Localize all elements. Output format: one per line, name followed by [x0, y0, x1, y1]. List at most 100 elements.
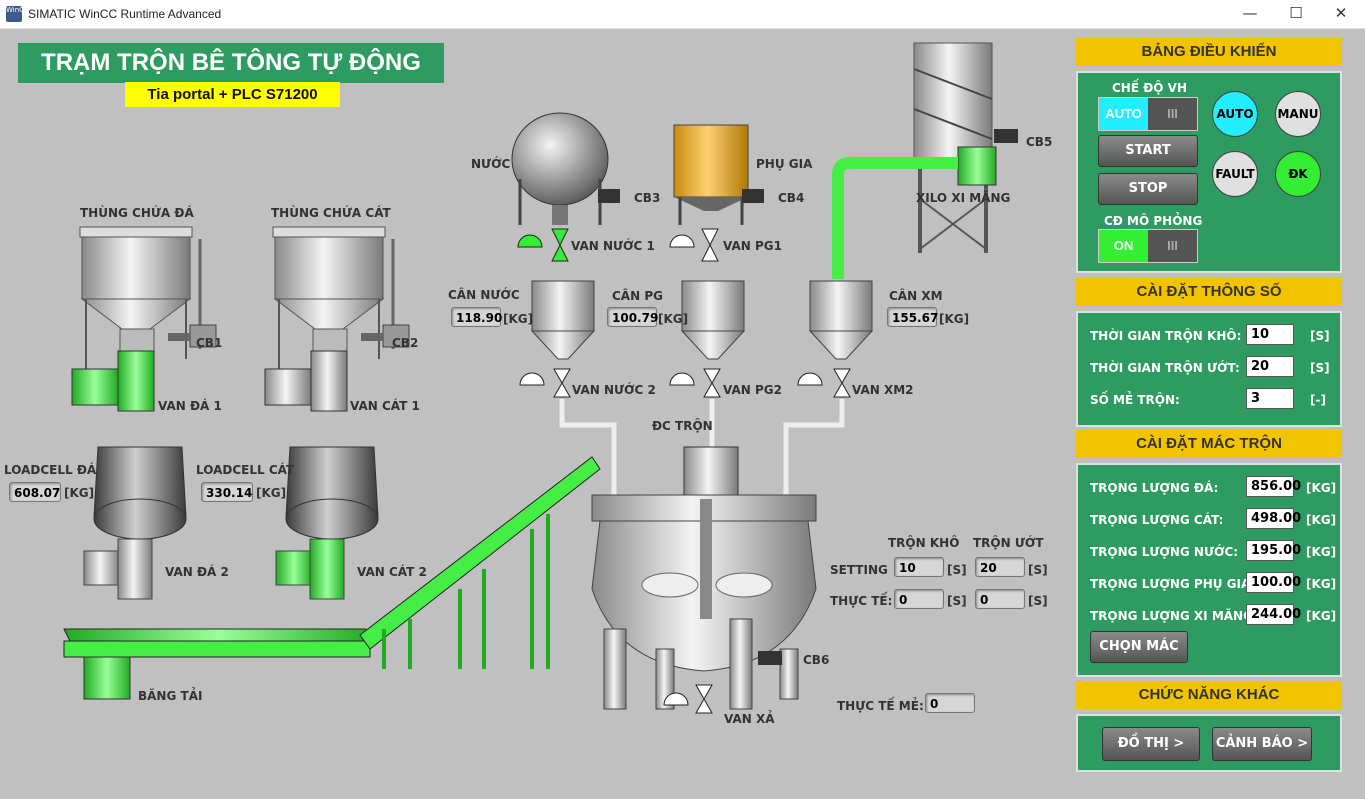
valve-pg1-label: VAN PG1	[723, 239, 782, 253]
fault-indicator: FAULT	[1212, 151, 1258, 197]
valve-sand2-label: VAN CÁT 2	[357, 565, 427, 579]
sand-bin-label: THÙNG CHỨA CÁT	[271, 206, 391, 220]
valves-2-graphic	[519, 368, 851, 398]
param-label-batches: SỐ MẺ TRỘN:	[1090, 393, 1180, 407]
batch-actual-value: 0	[925, 693, 975, 713]
cement-silo-label: XILO XI MĂNG	[916, 191, 1011, 205]
actual-dry-value: 0	[894, 589, 944, 609]
cb2-label: CB2	[392, 336, 419, 350]
recipe-label-water: TRỌNG LƯỢNG NƯỚC:	[1090, 545, 1239, 559]
process-graphics	[63, 42, 1018, 714]
stone-loadcell-hopper	[83, 446, 187, 600]
page-subtitle: Tia portal + PLC S71200	[125, 82, 340, 107]
scales-graphic	[530, 280, 874, 360]
batch-actual-label: THỰC TẾ MẺ:	[837, 699, 924, 713]
maximize-button[interactable]: ☐	[1289, 4, 1303, 22]
scale-water-value: 118.90	[451, 307, 502, 327]
recipe-panel: TRỌNG LƯỢNG ĐÁ: 856.00 [KG] TRỌNG LƯỢNG …	[1076, 463, 1342, 677]
valve-xm2-label: VAN XM2	[852, 383, 914, 397]
wincc-app-icon: WinCC	[6, 6, 29, 22]
control-panel: CHẾ ĐỘ VH AUTO III START STOP CĐ MÔ PHỎN…	[1076, 71, 1342, 273]
valve-pg1-graphic	[669, 228, 719, 262]
recipe-unit-cement: [KG]	[1306, 609, 1337, 623]
recipe-input-stone[interactable]: 856.00	[1246, 476, 1301, 497]
cb5-label: CB5	[1026, 135, 1053, 149]
manu-indicator: MANU	[1275, 91, 1321, 137]
recipe-label-additive: TRỌNG LƯỢNG PHỤ GIA:	[1090, 577, 1256, 591]
water-tank-graphic	[511, 112, 620, 225]
recipe-unit-additive: [KG]	[1306, 577, 1337, 591]
stone-bin-graphic	[71, 226, 217, 412]
wet-mix-header: TRỘN ƯỚT	[973, 536, 1044, 550]
setting-label: SETTING	[830, 563, 888, 577]
window-title: SIMATIC WinCC Runtime Advanced	[28, 7, 222, 21]
param-label-wet: THỜI GIAN TRỘN ƯỚT:	[1090, 361, 1240, 375]
valve-pg2-label: VAN PG2	[723, 383, 782, 397]
valve-stone2-label: VAN ĐÁ 2	[165, 565, 229, 579]
cb1-label: CB1	[196, 336, 223, 350]
recipe-input-water[interactable]: 195.00	[1246, 540, 1301, 561]
valve-sand1-label: VAN CÁT 1	[350, 399, 420, 413]
params-header: CÀI ĐẶT THÔNG SỐ	[1076, 278, 1342, 306]
param-unit-wet: [S]	[1310, 361, 1330, 375]
loadcell-sand-value: 330.14	[201, 482, 253, 502]
param-input-dry[interactable]: 10	[1246, 324, 1294, 345]
stop-button[interactable]: STOP	[1098, 173, 1198, 205]
scale-xm-label: CÂN XM	[889, 289, 943, 303]
graph-button[interactable]: ĐỒ THỊ >	[1102, 727, 1200, 761]
recipe-input-sand[interactable]: 498.00	[1246, 508, 1301, 529]
sim-toggle-off[interactable]: III	[1148, 230, 1197, 262]
cb6-label: CB6	[803, 653, 830, 667]
cb4-label: CB4	[778, 191, 805, 205]
recipe-unit-water: [KG]	[1306, 545, 1337, 559]
alarm-button[interactable]: CẢNH BÁO >	[1212, 727, 1312, 761]
param-unit-dry: [S]	[1310, 329, 1330, 343]
sim-toggle[interactable]: ON III	[1098, 229, 1198, 263]
setting-wet-unit: [S]	[1028, 563, 1048, 577]
loadcell-stone-unit: [KG]	[64, 486, 95, 500]
valve-water2-label: VAN NƯỚC 2	[572, 383, 656, 397]
mode-toggle[interactable]: AUTO III	[1098, 97, 1198, 131]
loadcell-sand-unit: [KG]	[256, 486, 287, 500]
page-title: TRẠM TRỘN BÊ TÔNG TỰ ĐỘNG	[18, 43, 444, 83]
close-button[interactable]: ✕	[1334, 4, 1348, 22]
mode-toggle-off[interactable]: III	[1148, 98, 1197, 130]
scale-pg-unit: [KG]	[658, 312, 689, 326]
sand-bin-graphic	[264, 226, 410, 412]
scale-water-label: CÂN NƯỚC	[448, 288, 520, 302]
minimize-button[interactable]: —	[1242, 4, 1258, 22]
drain-valve-label: VAN XẢ	[724, 712, 775, 726]
actual-wet-value: 0	[975, 589, 1025, 609]
param-input-batches[interactable]: 3	[1246, 388, 1294, 409]
conveyor-graphic	[63, 456, 601, 700]
start-button[interactable]: START	[1098, 135, 1198, 167]
mixer-graphic	[591, 446, 817, 714]
cement-silo-graphic	[832, 42, 1018, 279]
recipe-header: CÀI ĐẶT MÁC TRỘN	[1076, 430, 1342, 458]
scale-xm-value: 155.67	[887, 307, 938, 327]
choose-recipe-button[interactable]: CHỌN MÁC	[1090, 631, 1188, 663]
recipe-unit-stone: [KG]	[1306, 481, 1337, 495]
params-panel: THỜI GIAN TRỘN KHÔ: 10 [S] THỜI GIAN TRỘ…	[1076, 311, 1342, 427]
valve-stone1-label: VAN ĐÁ 1	[158, 399, 222, 413]
param-input-wet[interactable]: 20	[1246, 356, 1294, 377]
mode-toggle-on[interactable]: AUTO	[1099, 98, 1148, 130]
dry-mix-header: TRỘN KHÔ	[888, 536, 960, 550]
recipe-input-additive[interactable]: 100.00	[1246, 572, 1301, 593]
actual-label: THỰC TẾ:	[830, 594, 893, 608]
actual-wet-unit: [S]	[1028, 594, 1048, 608]
control-panel-header: BẢNG ĐIỀU KHIỂN	[1076, 38, 1342, 66]
setting-wet-value: 20	[975, 557, 1025, 577]
mode-label: CHẾ ĐỘ VH	[1112, 81, 1187, 95]
scale-pg-label: CÂN PG	[612, 289, 663, 303]
recipe-label-cement: TRỌNG LƯỢNG XI MĂNG:	[1090, 609, 1258, 623]
conveyor-label: BĂNG TẢI	[138, 689, 203, 703]
recipe-input-cement[interactable]: 244.00	[1246, 604, 1301, 625]
valve-water1-graphic	[517, 228, 569, 262]
loadcell-stone-label: LOADCELL ĐÁ	[4, 463, 97, 477]
loadcell-stone-value: 608.07	[9, 482, 61, 502]
other-functions-panel: ĐỒ THỊ > CẢNH BÁO >	[1076, 714, 1342, 772]
sim-toggle-on[interactable]: ON	[1099, 230, 1148, 262]
scale-water-unit: [KG]	[503, 312, 534, 326]
setting-dry-value: 10	[894, 557, 944, 577]
